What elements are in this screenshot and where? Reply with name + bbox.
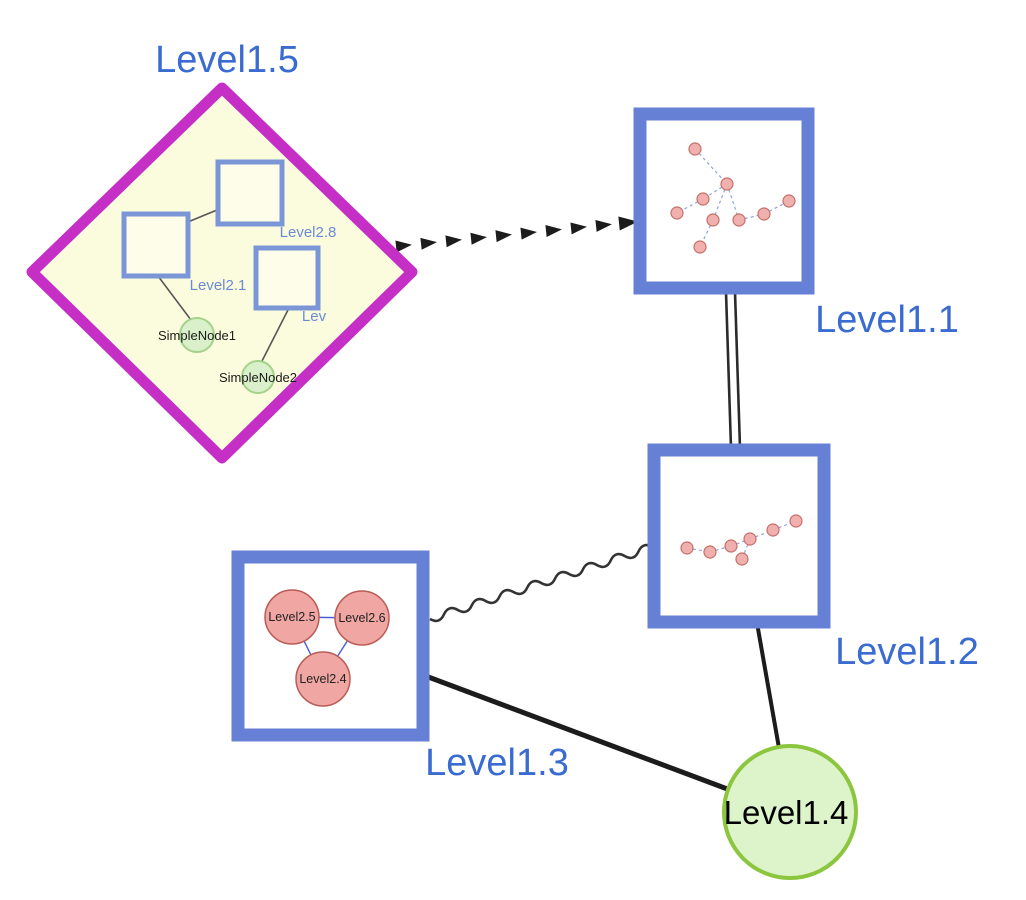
- arrow-dash-icon: [395, 240, 412, 253]
- mini-node[interactable]: [724, 539, 738, 553]
- inner-square-level28-label: Level2.8: [280, 224, 337, 241]
- pink-node-level24-label: Level2.4: [299, 672, 346, 686]
- mini-node[interactable]: [743, 532, 757, 546]
- arrow-dash-icon: [470, 232, 487, 245]
- mini-node[interactable]: [789, 514, 803, 528]
- mini-node[interactable]: [670, 206, 684, 220]
- inner-square-level21-label: Level2.1: [190, 277, 247, 294]
- level12-mini-nodes: [680, 514, 803, 566]
- pink-node-level26[interactable]: [334, 590, 390, 646]
- edge-level21-simplenode1[interactable]: [157, 275, 192, 321]
- mini-node[interactable]: [732, 213, 746, 227]
- group-node-level15[interactable]: Level2.8 Level2.1 Lev SimpleNode1 Simple…: [26, 82, 418, 464]
- pink-node-level24[interactable]: [295, 651, 351, 707]
- mini-node[interactable]: [693, 240, 707, 254]
- level11-square-shape[interactable]: [633, 107, 815, 295]
- leaf-node-level14[interactable]: Level1.4: [722, 744, 858, 880]
- mini-node[interactable]: [766, 523, 780, 537]
- arrowhead-icon: [618, 216, 638, 231]
- group-node-level12[interactable]: [647, 443, 831, 629]
- pink-node-level25-label: Level2.5: [268, 610, 315, 624]
- level14-label: Level1.4: [724, 794, 849, 831]
- mini-node[interactable]: [706, 213, 720, 227]
- inner-square-level21[interactable]: [121, 211, 191, 279]
- level13-square-shape[interactable]: [231, 550, 430, 742]
- level14-circle-shape[interactable]: [722, 744, 858, 880]
- inner-square-lev-label: Lev: [302, 308, 327, 325]
- inner-square-level28[interactable]: [215, 159, 285, 227]
- level12-square-shape[interactable]: [647, 443, 831, 629]
- level13-label: Level1.3: [425, 742, 569, 784]
- edge-level11-to-level12[interactable]: [724, 291, 742, 449]
- arrow-dash-icon: [545, 225, 562, 237]
- pink-node-level25[interactable]: [264, 589, 320, 645]
- level12-label: Level1.2: [835, 631, 979, 673]
- simple-node-1[interactable]: [179, 317, 215, 353]
- simple-node-1-label: SimpleNode1: [158, 328, 236, 343]
- pink-node-level26-label: Level2.6: [338, 611, 385, 625]
- mini-node[interactable]: [688, 142, 702, 156]
- arrow-dash-icon: [495, 230, 512, 243]
- mini-node[interactable]: [735, 552, 749, 566]
- edge-level13-to-level14[interactable]: [422, 672, 731, 793]
- level15-label: Level1.5: [155, 39, 299, 81]
- mini-node[interactable]: [696, 192, 710, 206]
- arrow-dash-icon: [570, 222, 587, 235]
- mini-node[interactable]: [782, 194, 796, 208]
- mini-node[interactable]: [757, 207, 771, 221]
- mini-node[interactable]: [703, 545, 717, 559]
- group-node-level13[interactable]: Level2.5 Level2.6 Level2.4: [231, 550, 430, 742]
- edge-level12-to-level14[interactable]: [755, 622, 781, 749]
- inner-square-lev[interactable]: [253, 245, 321, 311]
- level15-diamond-shape[interactable]: [26, 82, 418, 464]
- arrow-dash-icon: [420, 237, 437, 250]
- arrow-dash-icon: [445, 235, 462, 248]
- mini-node[interactable]: [720, 177, 734, 191]
- edge-level15-to-level11[interactable]: [395, 215, 638, 253]
- edge-level13-to-level12[interactable]: [429, 543, 654, 623]
- simple-node-2-label: SimpleNode2: [219, 370, 297, 385]
- mini-node[interactable]: [680, 541, 694, 555]
- arrow-dash-icon: [595, 219, 612, 232]
- simple-node-2[interactable]: [241, 360, 275, 394]
- arrow-dash-icon: [520, 227, 537, 240]
- level11-label: Level1.1: [815, 299, 959, 341]
- edge-lev-simplenode2[interactable]: [261, 307, 290, 362]
- group-node-level11[interactable]: [633, 107, 815, 295]
- level11-mini-nodes: [670, 142, 796, 254]
